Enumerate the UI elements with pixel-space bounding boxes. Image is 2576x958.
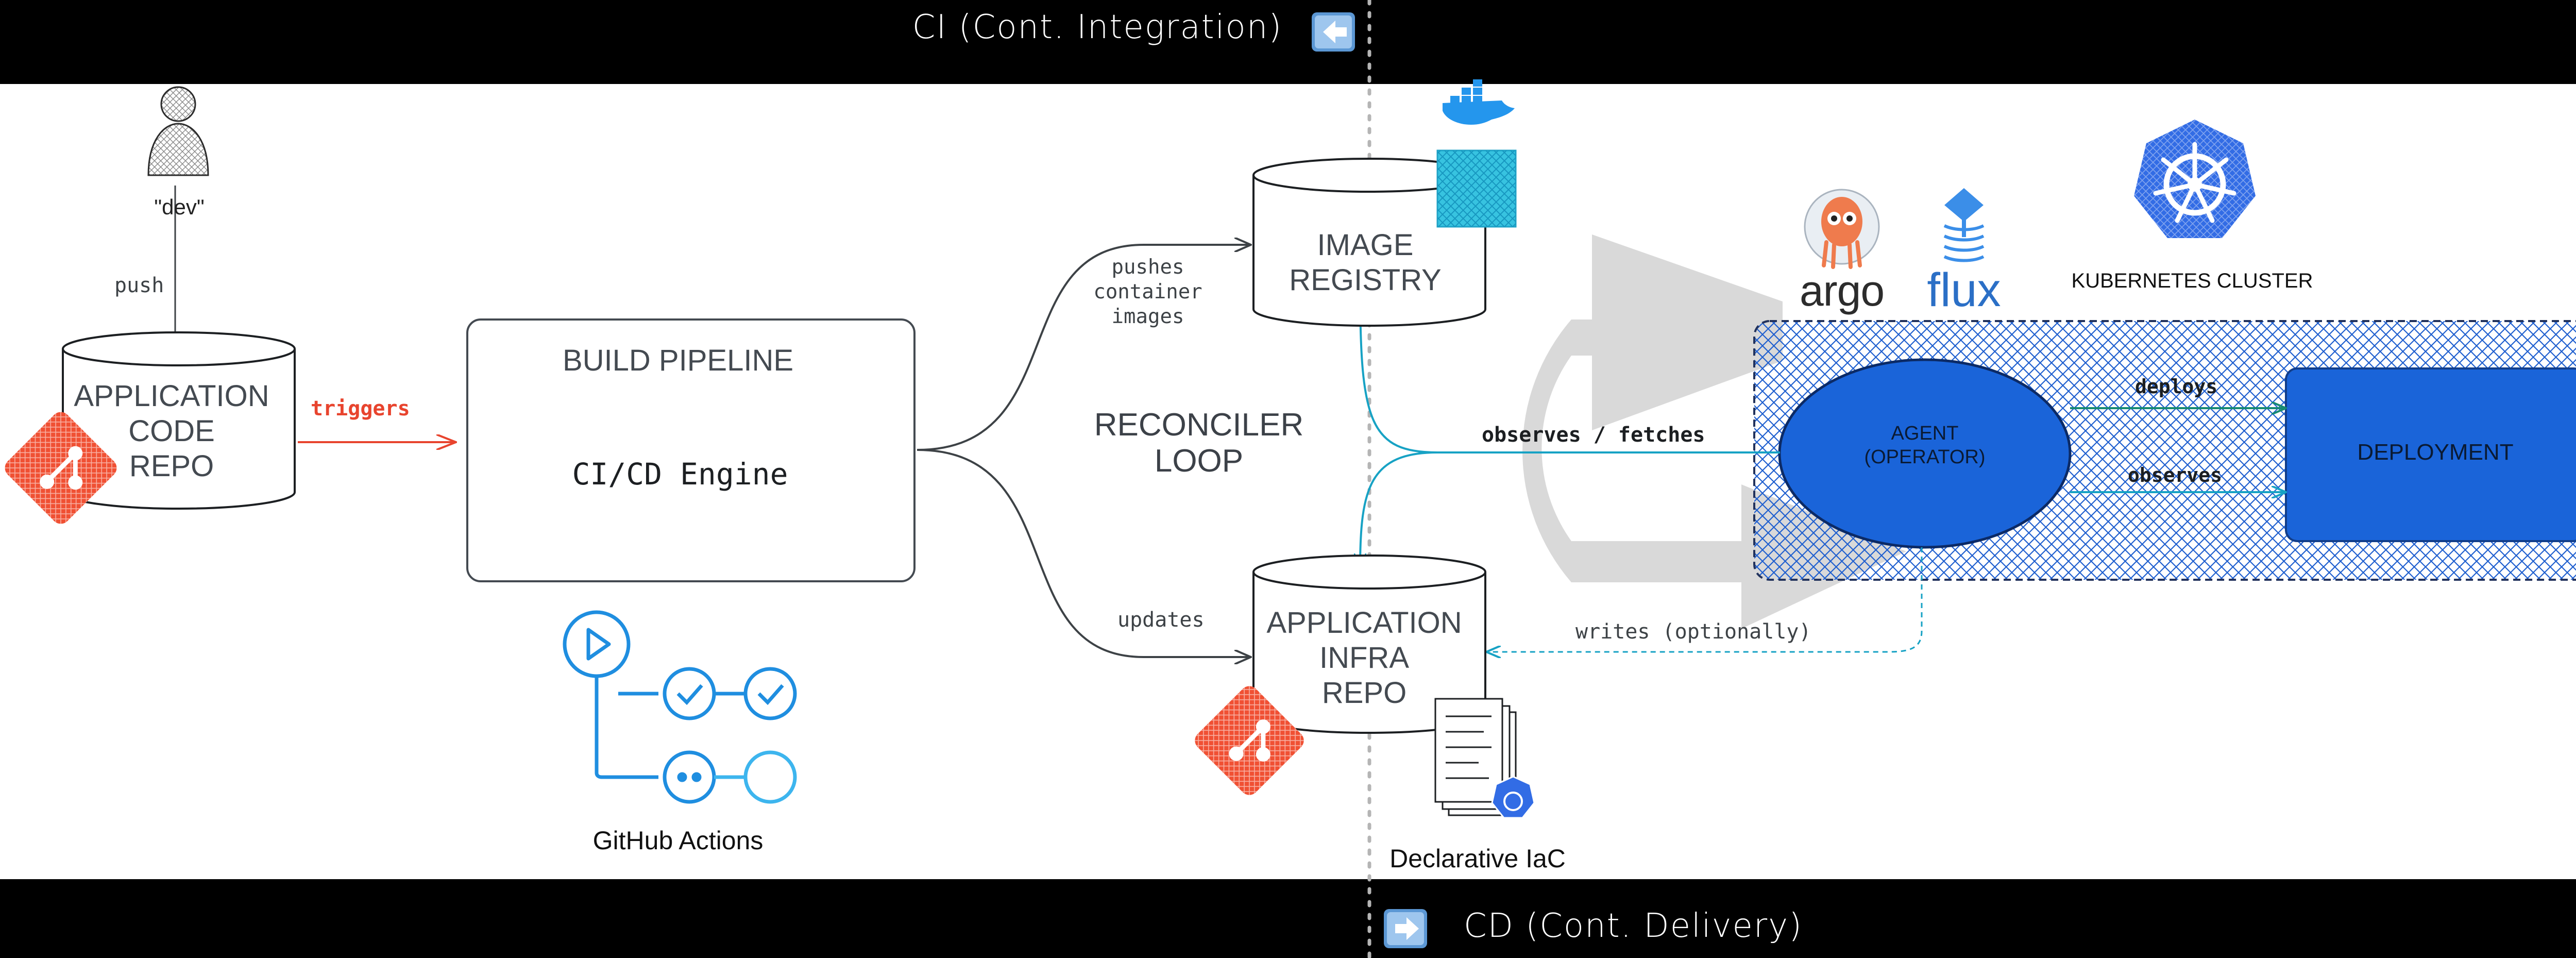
- agent-line-2: (OPERATOR): [1864, 446, 1986, 468]
- app-code-repo-label: APPLICATION CODE REPO: [74, 379, 269, 484]
- app-code-repo-line-1: APPLICATION: [74, 379, 269, 413]
- agent-label: AGENT (OPERATOR): [1864, 422, 1985, 469]
- flux-label: flux: [1927, 264, 2001, 316]
- app-infra-repo-label: APPLICATION INFRA REPO: [1266, 606, 1462, 711]
- github-actions-label: GitHub Actions: [592, 826, 764, 855]
- right-arrow-icon: [1384, 909, 1427, 948]
- writes-optionally-edge: [1486, 547, 1923, 652]
- agent-line-1: AGENT: [1891, 423, 1959, 444]
- observes-fetches-edge: [1360, 288, 1780, 453]
- reconciler-loop-line-1: RECONCILER: [1094, 407, 1304, 443]
- observes-fetches-label: observes / fetches: [1482, 423, 1705, 447]
- updates-edge: [917, 449, 1251, 657]
- image-registry-label: IMAGE REGISTRY: [1289, 228, 1441, 298]
- image-registry-line-1: IMAGE: [1317, 228, 1414, 262]
- push-label: push: [114, 274, 164, 297]
- cd-banner-label: CD (Cont. Delivery): [1463, 907, 1803, 945]
- document-stack-icon: [1434, 698, 1535, 819]
- argo-icon: [1804, 189, 1880, 269]
- build-pipeline-box: [466, 318, 916, 582]
- cicd-engine-label: CI/CD Engine: [572, 457, 788, 492]
- reconciler-loop-line-2: LOOP: [1154, 443, 1244, 479]
- app-infra-repo-line-2: INFRA: [1319, 641, 1409, 675]
- image-registry-line-2: REGISTRY: [1289, 263, 1442, 297]
- app-code-repo-cylinder: [62, 331, 296, 510]
- git-icon: [5, 412, 117, 524]
- pushes-images-edge: [917, 245, 1251, 451]
- left-arrow-icon: [1312, 12, 1355, 52]
- kubernetes-cluster-label: KUBERNETES CLUSTER: [2071, 270, 2313, 292]
- pushes-images-line-2: container: [1093, 280, 1202, 304]
- dev-user-icon: [147, 86, 209, 176]
- declarative-iac-label: Declarative IaC: [1389, 844, 1566, 873]
- pushes-images-line-3: images: [1111, 305, 1184, 328]
- ci-banner-label: CI (Cont. Integration): [912, 8, 1283, 46]
- app-infra-repo-line-1: APPLICATION: [1266, 606, 1462, 640]
- ci-banner: [0, 0, 2576, 84]
- updates-label: updates: [1117, 608, 1205, 632]
- argo-label: argo: [1799, 266, 1885, 315]
- app-code-repo-line-3: REPO: [129, 449, 214, 483]
- github-actions-icon: [563, 610, 797, 804]
- dev-label: "dev": [154, 195, 205, 219]
- deploys-label: deploys: [2135, 375, 2218, 398]
- observes-fetches-edge-infra: [1360, 451, 1780, 568]
- docker-icon: [1443, 79, 1515, 125]
- build-pipeline-title: BUILD PIPELINE: [562, 344, 794, 377]
- reconciler-loop-label: RECONCILER LOOP: [1094, 407, 1304, 479]
- pushes-images-line-1: pushes: [1111, 256, 1184, 279]
- deployment-box: [2285, 367, 2576, 542]
- pushes-images-label: pushes container images: [1093, 255, 1202, 329]
- deployment-label: DEPLOYMENT: [2357, 440, 2514, 465]
- cd-banner: [0, 879, 2576, 958]
- image-registry-cylinder: [1252, 158, 1486, 327]
- observes-label: observes: [2128, 464, 2223, 486]
- flux-icon: [1943, 188, 1985, 262]
- writes-optionally-label: writes (optionally): [1575, 620, 1811, 644]
- git-icon-infra: [1195, 686, 1304, 795]
- app-infra-repo-line-3: REPO: [1321, 676, 1407, 710]
- app-code-repo-line-2: CODE: [128, 414, 215, 448]
- kubernetes-icon: [2134, 120, 2256, 238]
- container-image-hatch: [1437, 150, 1516, 227]
- triggers-label: triggers: [311, 397, 410, 421]
